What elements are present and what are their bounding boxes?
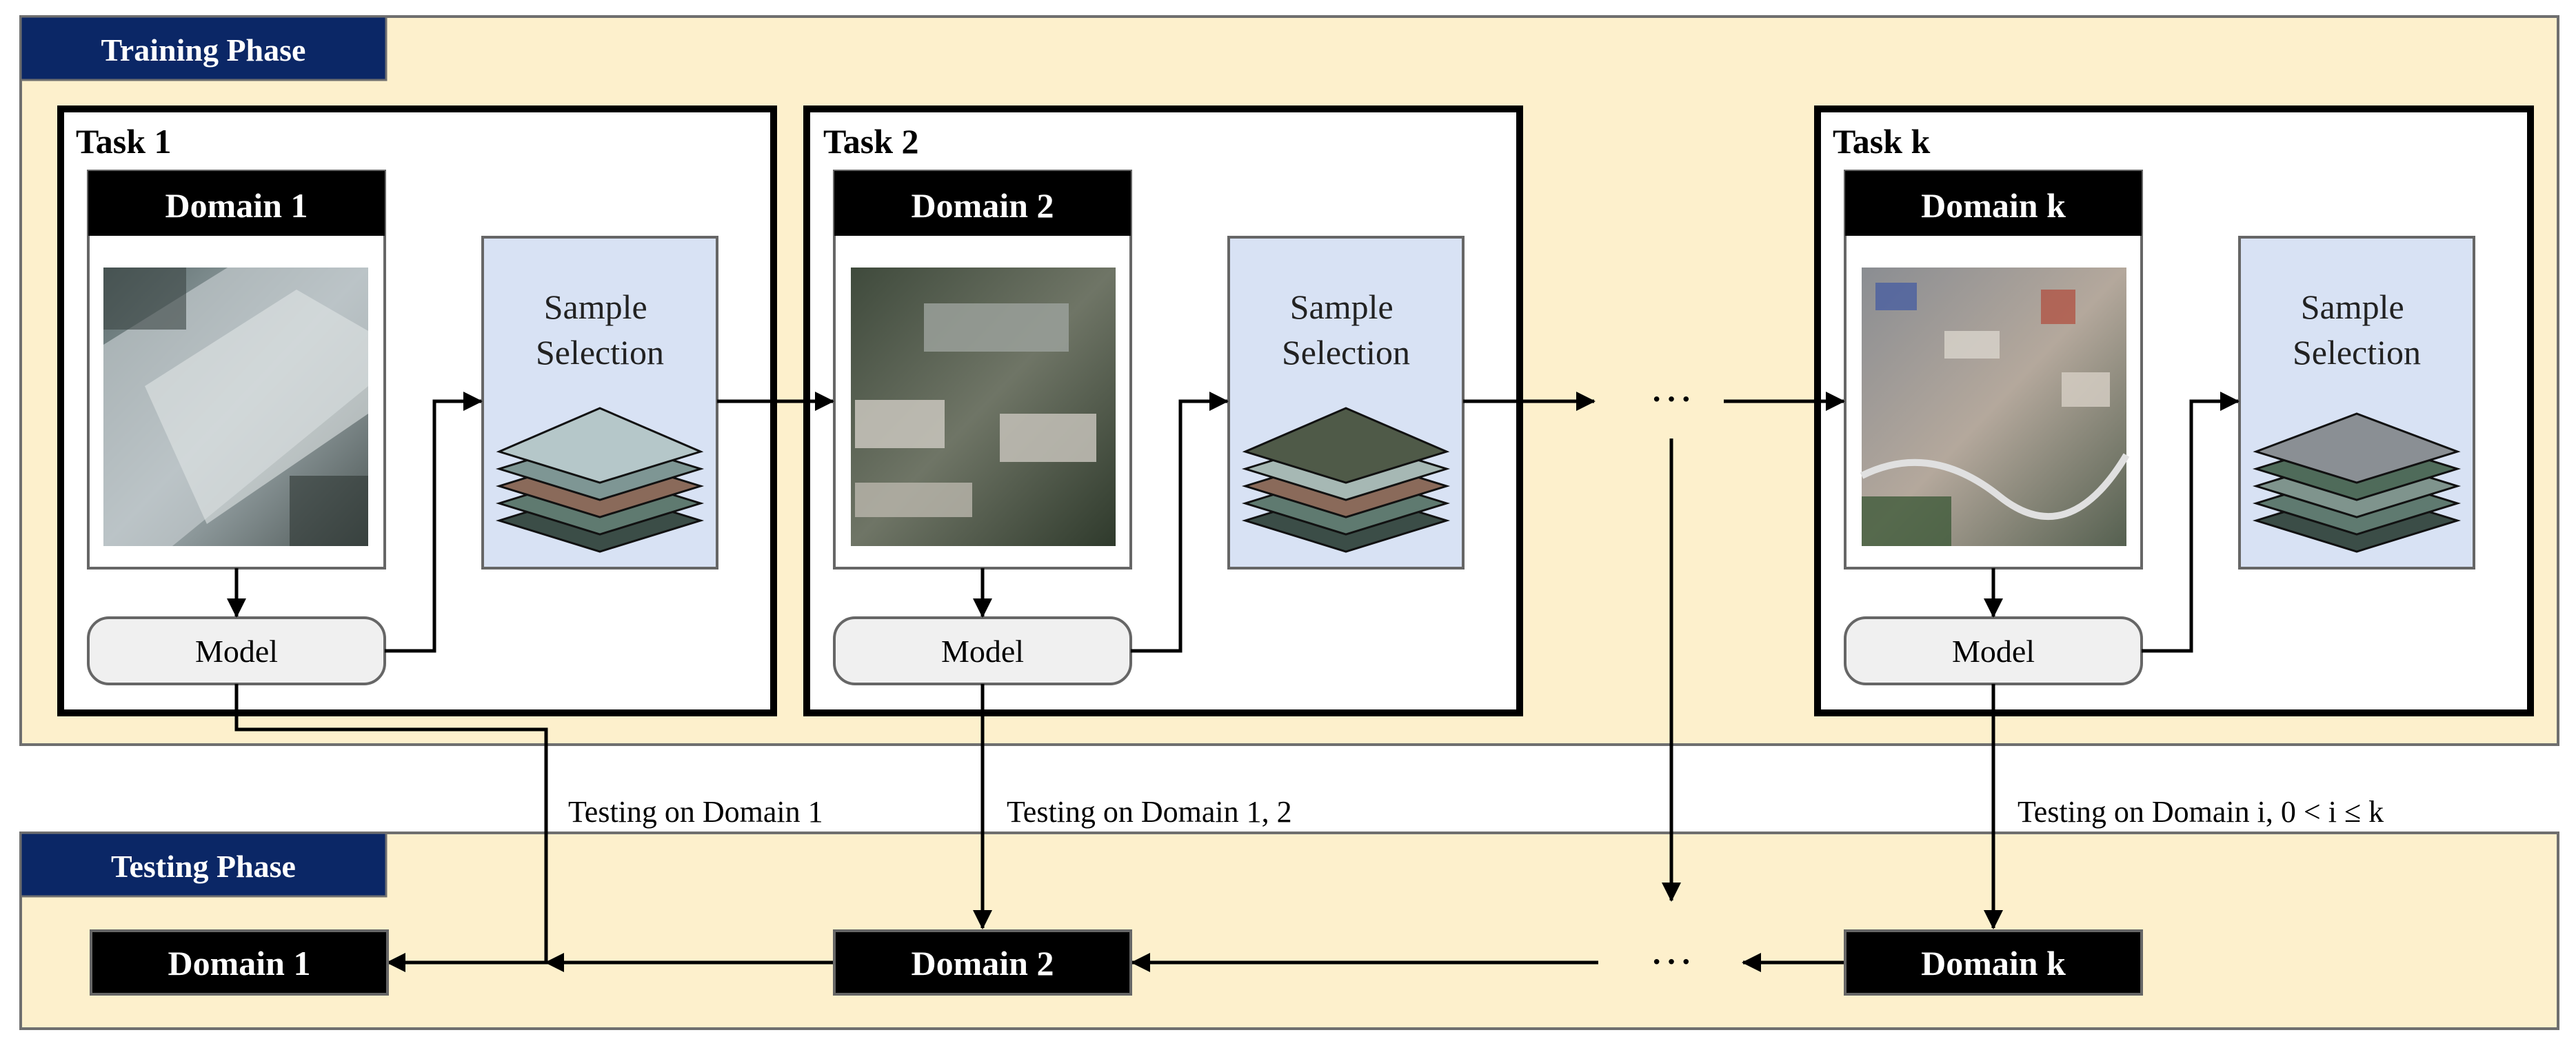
selected-sample-stack: [1241, 407, 1451, 553]
training-phase-title: Training Phase: [101, 32, 306, 68]
task-title: Task 2: [823, 122, 919, 161]
domain-header-label: Domain 1: [165, 186, 308, 225]
test-domain-1-label: Domain 1: [168, 944, 311, 982]
aerial-image-rooftop: [103, 268, 368, 546]
sample-selection-line-2: Selection: [536, 333, 664, 372]
aerial-image-residential: [851, 268, 1116, 546]
testing-phase-title-box: [19, 832, 388, 898]
task-title: Task 1: [76, 122, 172, 161]
training-phase-title-box: [19, 15, 388, 81]
task-2: Task 2 Domain 2 Sample Selection Model: [803, 105, 1523, 716]
model-label: Model: [195, 634, 278, 669]
domain-header-label: Domain k: [1921, 186, 2066, 225]
sample-selection-line-1: Sample: [544, 288, 647, 326]
domain-header-label: Domain 2: [912, 186, 1054, 225]
test-domain-1-box: [90, 929, 389, 996]
model1-to-test-domain1-arrow: [234, 684, 548, 972]
model2-to-selection-arrow: [1131, 392, 1229, 653]
testing-phase-title: Testing Phase: [111, 849, 296, 884]
model-label: Model: [1952, 634, 2035, 669]
test-domain-2-box: [833, 929, 1132, 996]
selected-sample-stack: [495, 407, 705, 553]
task-1: Task 1 Domain 1 Sample Selection Model: [57, 105, 777, 716]
sample-selection-line-2: Selection: [2293, 333, 2421, 372]
testing-phase-panel: [19, 832, 2559, 1030]
domain-header: [834, 171, 1131, 236]
aerial-image-city: [1860, 268, 2130, 546]
domain-header: [1845, 171, 2142, 236]
modelk-to-selection-arrow: [2142, 392, 2240, 653]
sample-selection-line-2: Selection: [1282, 333, 1410, 372]
test-domain-k-box: [1844, 929, 2143, 996]
domain-header: [88, 171, 385, 236]
test-domain-k-label: Domain k: [1921, 944, 2066, 982]
sample-selection-line-1: Sample: [2301, 288, 2404, 326]
task-title: Task k: [1833, 122, 1931, 161]
model1-to-selection-arrow: [385, 392, 483, 653]
testing-connectors: [234, 439, 2003, 972]
testing-ellipsis: ···: [1649, 937, 1693, 986]
training-connectors: [227, 392, 2240, 653]
task-k: Task k Domain k Sample Selection Model: [1814, 105, 2534, 716]
selected-sample-stack: [2252, 412, 2462, 553]
sample-selection-label: Sample Selection: [2293, 288, 2421, 372]
training-ellipsis: ···: [1649, 374, 1693, 423]
testing-label-2: Testing on Domain 1, 2: [1007, 795, 1292, 829]
test-domain-2-label: Domain 2: [912, 944, 1054, 982]
sample-selection-label: Sample Selection: [536, 288, 664, 372]
sample-selection-label: Sample Selection: [1282, 288, 1410, 372]
testing-label-1: Testing on Domain 1: [568, 795, 823, 829]
sample-selection-line-1: Sample: [1290, 288, 1393, 326]
testing-label-k: Testing on Domain i, 0 < i ≤ k: [2017, 795, 2384, 829]
model-label: Model: [941, 634, 1024, 669]
